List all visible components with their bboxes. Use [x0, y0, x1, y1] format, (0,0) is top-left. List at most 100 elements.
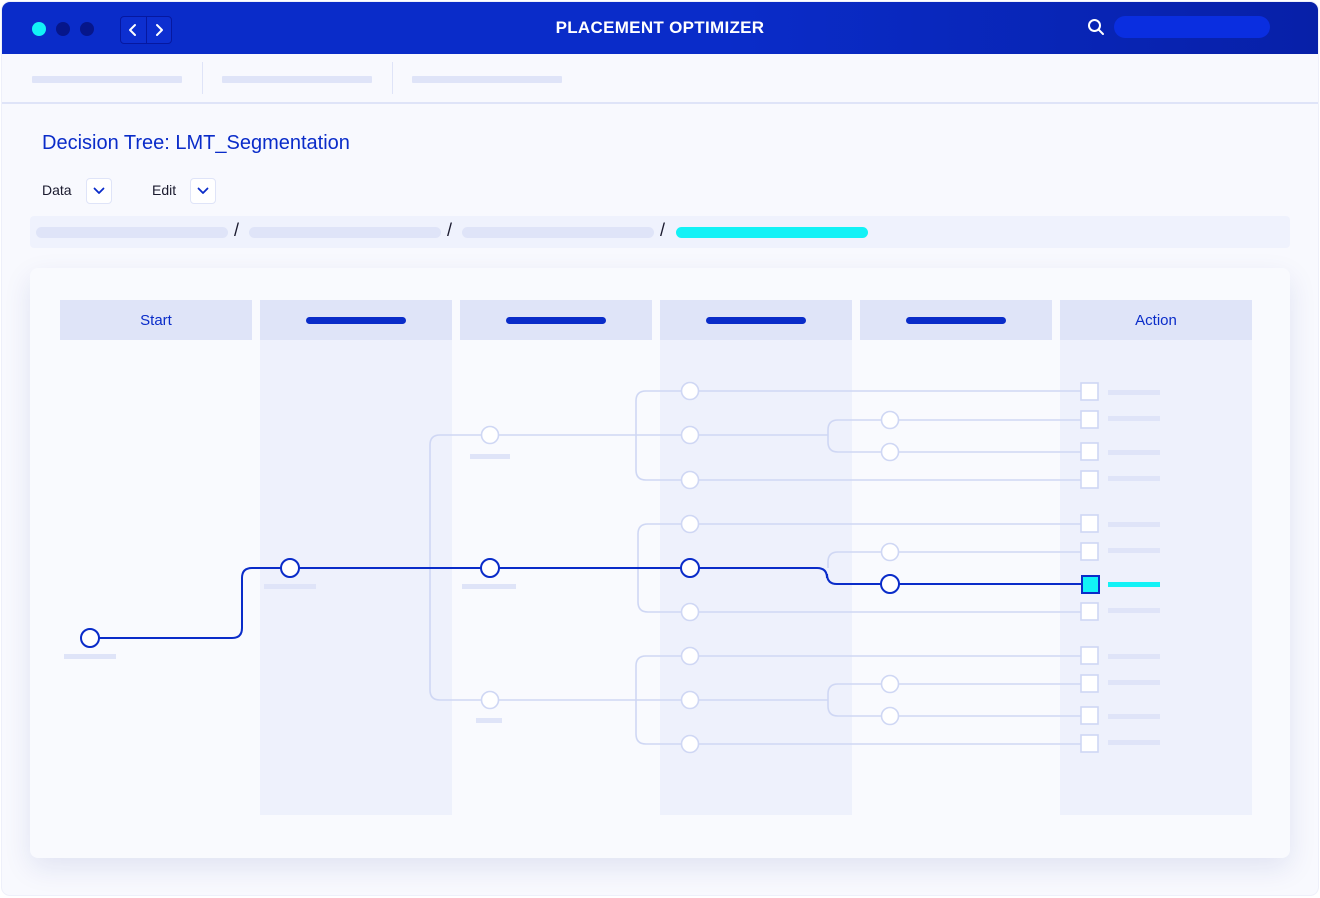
column-header-level-2: [460, 300, 652, 340]
action-label-placeholder: [1108, 740, 1160, 745]
search-icon[interactable]: [1087, 18, 1105, 36]
tree-node[interactable]: [880, 542, 900, 562]
window-dot-close[interactable]: [32, 22, 46, 36]
tree-node[interactable]: [680, 514, 700, 534]
data-menu-dropdown[interactable]: [86, 178, 112, 204]
title-bar: PLACEMENT OPTIMIZER: [2, 2, 1318, 54]
breadcrumb-item-3[interactable]: [462, 227, 654, 238]
page-title: Decision Tree: LMT_Segmentation: [42, 132, 350, 154]
action-node[interactable]: [1080, 514, 1099, 533]
action-label-placeholder: [1108, 548, 1160, 553]
action-label-placeholder: [1108, 476, 1160, 481]
action-node[interactable]: [1080, 542, 1099, 561]
tree-node[interactable]: [680, 425, 700, 445]
breadcrumb: / / /: [30, 216, 1290, 248]
column-header-placeholder: [906, 316, 1006, 324]
tree-edge: [827, 683, 890, 717]
tree-node[interactable]: [880, 442, 900, 462]
column-header-start: Start: [60, 300, 252, 340]
start-node[interactable]: [80, 628, 100, 648]
nav-buttons: [120, 16, 172, 44]
action-label-selected: [1108, 582, 1160, 587]
action-node[interactable]: [1080, 706, 1099, 725]
chevron-right-icon: [155, 24, 163, 36]
column-header-placeholder: [506, 316, 606, 324]
tree-node-selected[interactable]: [680, 558, 700, 578]
action-nodes: [1080, 382, 1100, 753]
column-header-label: Action: [1135, 311, 1177, 329]
edit-menu-label[interactable]: Edit: [152, 182, 177, 198]
tree-edge: [635, 390, 690, 481]
action-node[interactable]: [1080, 442, 1099, 461]
window-dot-maximize[interactable]: [80, 22, 94, 36]
tree-node[interactable]: [880, 706, 900, 726]
action-label-placeholder: [1108, 680, 1160, 685]
tree-node[interactable]: [880, 674, 900, 694]
toolbar-divider: [202, 62, 203, 94]
action-label-placeholder: [1108, 522, 1160, 527]
breadcrumb-item-2[interactable]: [249, 227, 441, 238]
tree-node-selected[interactable]: [880, 574, 900, 594]
chevron-down-icon: [93, 187, 105, 194]
action-label-placeholder: [1108, 608, 1160, 613]
chevron-down-icon: [197, 187, 209, 194]
column-header-level-3: [660, 300, 852, 340]
breadcrumb-item-current[interactable]: [676, 227, 868, 238]
tree-node[interactable]: [680, 646, 700, 666]
app-title: PLACEMENT OPTIMIZER: [555, 18, 765, 37]
inactive-nodes: [480, 381, 900, 754]
edit-menu-dropdown[interactable]: [190, 178, 216, 204]
search-input[interactable]: [1114, 16, 1270, 38]
column-header-placeholder: [706, 316, 806, 324]
forward-button[interactable]: [145, 17, 172, 43]
tree-node[interactable]: [680, 470, 700, 490]
selected-path: [90, 567, 1090, 639]
action-node[interactable]: [1080, 470, 1099, 489]
tree-node[interactable]: [680, 690, 700, 710]
toolbar-item-3[interactable]: [412, 76, 562, 83]
back-button[interactable]: [121, 17, 146, 43]
column-header-level-4: [860, 300, 1052, 340]
breadcrumb-separator: /: [234, 220, 240, 240]
action-label-placeholder: [1108, 390, 1160, 395]
toolbar: [2, 54, 1318, 104]
tree-node[interactable]: [480, 425, 500, 445]
tree-node[interactable]: [880, 410, 900, 430]
tree-node[interactable]: [480, 690, 500, 710]
tree-edge: [690, 390, 1090, 481]
node-label-placeholder: [476, 718, 502, 723]
toolbar-item-1[interactable]: [32, 76, 182, 83]
window-dot-minimize[interactable]: [56, 22, 70, 36]
tree-node[interactable]: [680, 381, 700, 401]
tree-edge: [827, 419, 890, 453]
toolbar-item-2[interactable]: [222, 76, 372, 83]
action-node[interactable]: [1080, 602, 1099, 621]
tree-node[interactable]: [680, 734, 700, 754]
node-label-placeholder: [64, 654, 116, 659]
action-node[interactable]: [1080, 674, 1099, 693]
action-label-placeholders: [1108, 390, 1160, 745]
node-label-placeholder: [264, 584, 316, 589]
action-label-placeholder: [1108, 714, 1160, 719]
action-label-placeholder: [1108, 450, 1160, 455]
action-node[interactable]: [1080, 410, 1099, 429]
decision-tree-panel: Start Action: [30, 268, 1290, 858]
breadcrumb-item-1[interactable]: [36, 227, 228, 238]
tree-node-selected[interactable]: [480, 558, 500, 578]
tree-node-selected[interactable]: [280, 558, 300, 578]
action-node[interactable]: [1080, 734, 1099, 753]
column-shade: [260, 300, 452, 815]
tree-node[interactable]: [680, 602, 700, 622]
decision-tree-diagram: [64, 381, 1160, 754]
tree-edge: [690, 523, 1090, 613]
data-menu-label[interactable]: Data: [42, 182, 72, 198]
node-label-placeholder: [470, 454, 510, 459]
column-header-label: Start: [140, 311, 172, 329]
toolbar-divider: [392, 62, 393, 94]
action-node[interactable]: [1080, 382, 1099, 401]
action-node[interactable]: [1080, 646, 1099, 665]
tree-edge: [690, 655, 1090, 745]
tree-edge: [827, 551, 890, 568]
column-header-level-1: [260, 300, 452, 340]
action-node-selected[interactable]: [1081, 575, 1100, 594]
